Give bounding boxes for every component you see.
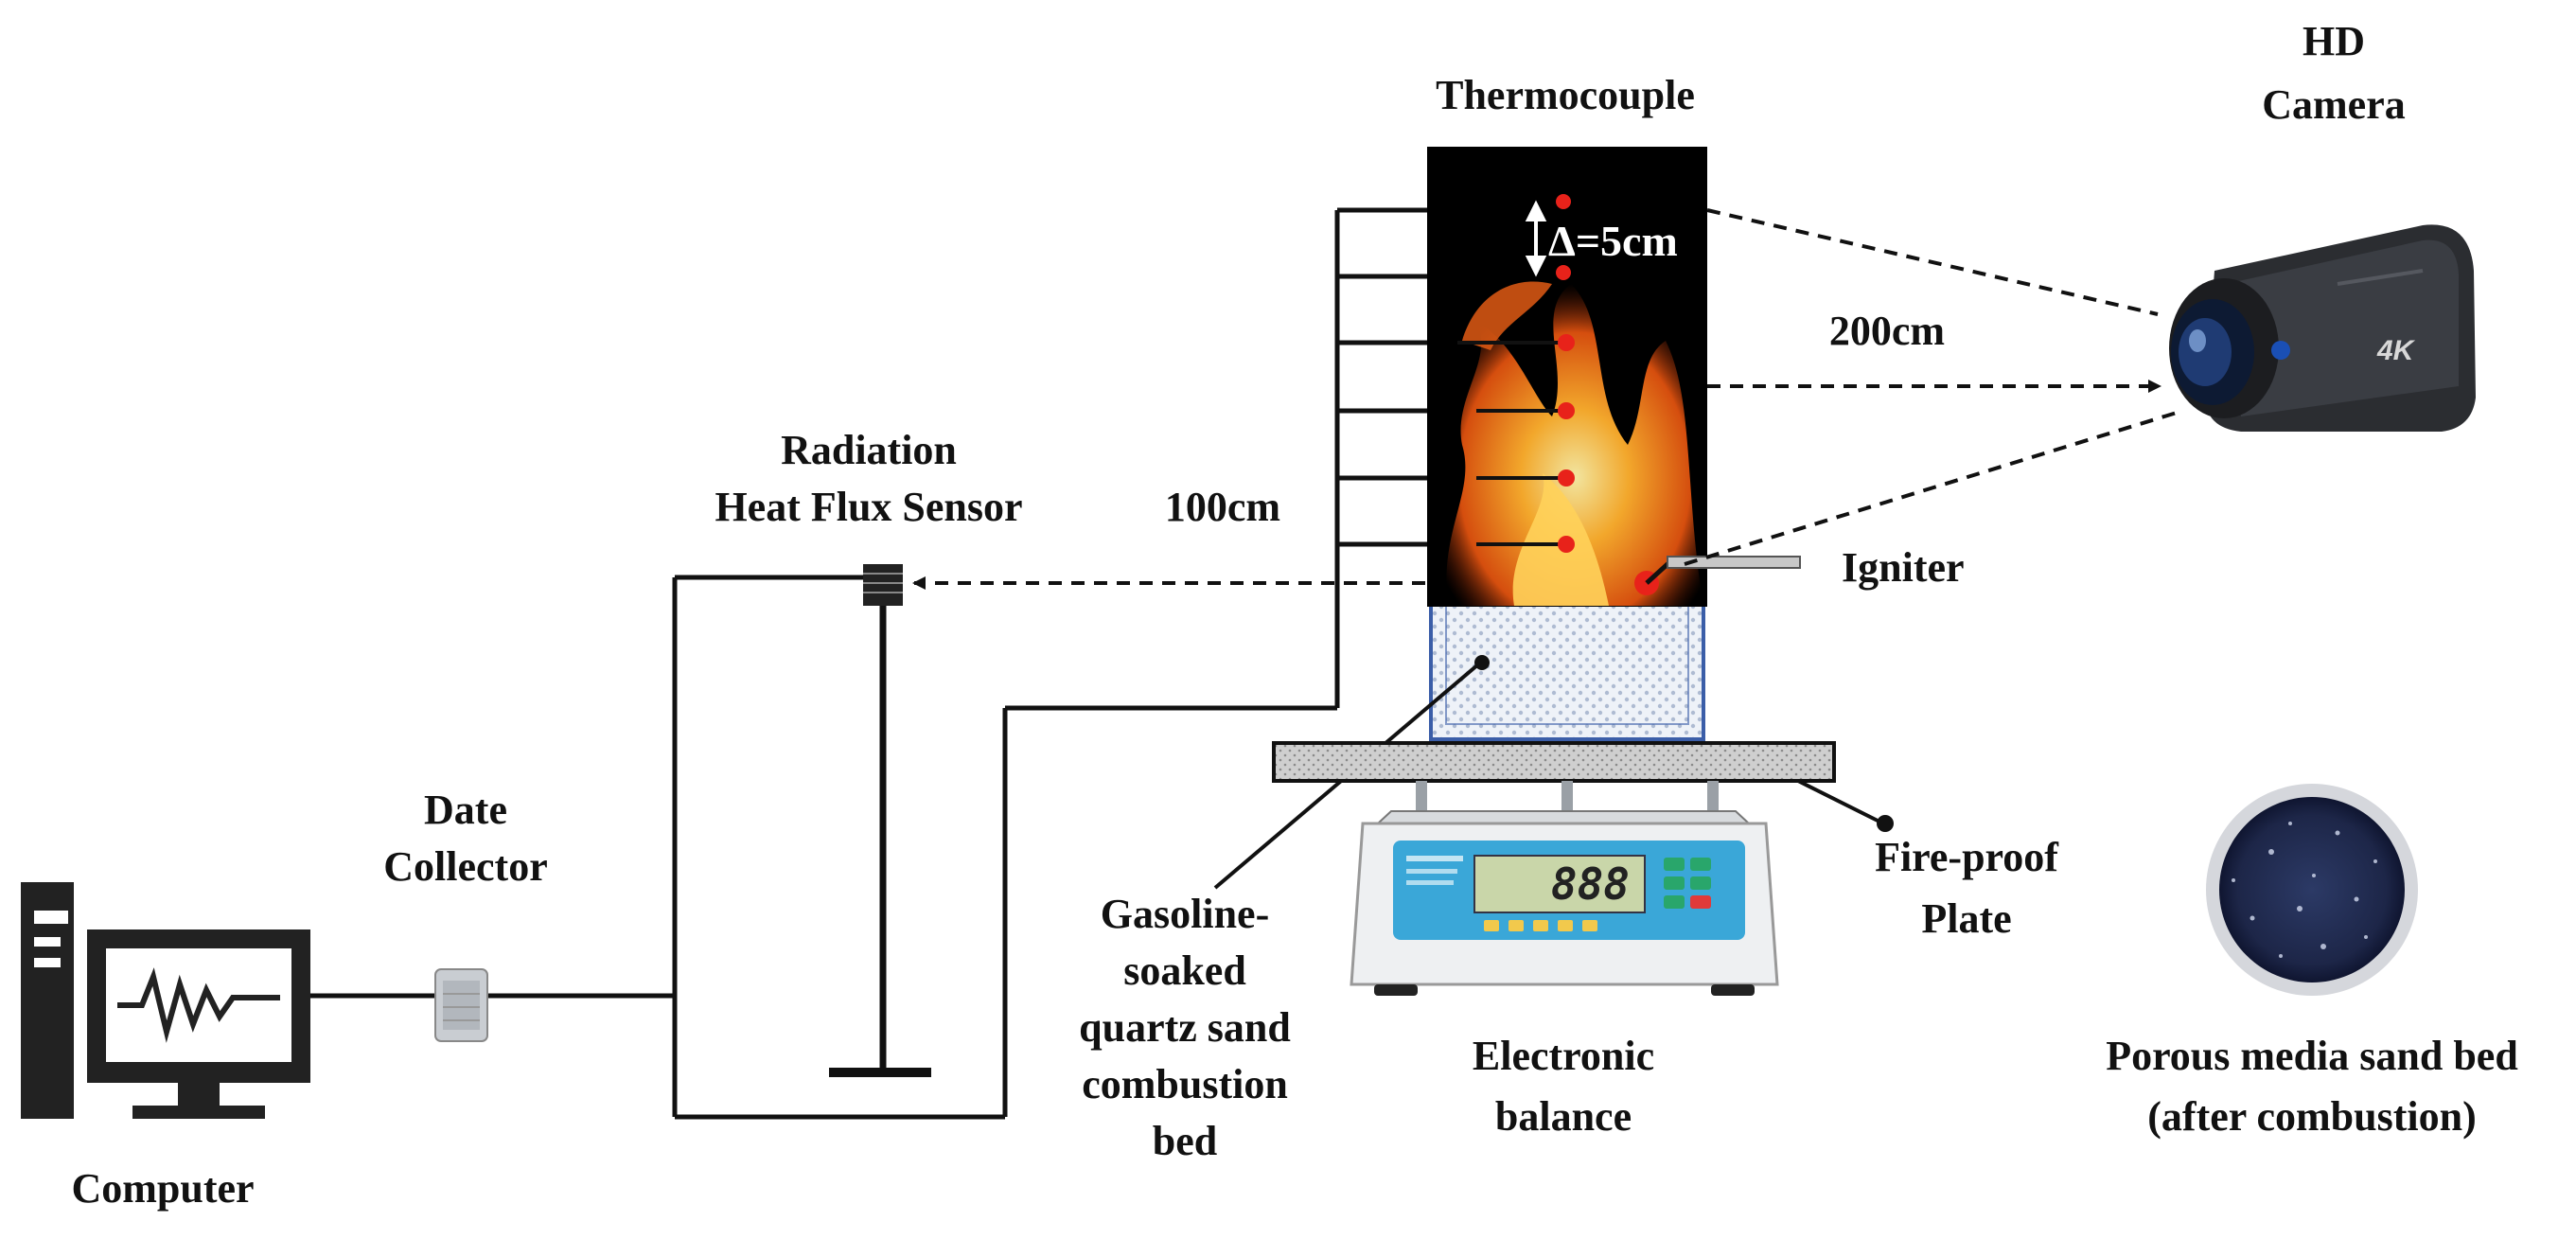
radiation-heat-flux-sensor: [829, 564, 931, 1077]
plate-pointer: [1797, 779, 1884, 825]
date-collector-label-line2: Collector: [383, 843, 547, 890]
bed-label-line2: soaked: [1123, 947, 1246, 994]
delta-label: Δ=5cm: [1548, 217, 1678, 265]
camera-badge: 4K: [2376, 335, 2416, 366]
sand-bed-container: [1429, 607, 1705, 741]
igniter: [1645, 556, 1801, 585]
distance-100-label: 100cm: [1165, 484, 1280, 530]
thermocouple-dots: [1556, 194, 1659, 595]
fireproof-label-line2: Plate: [1921, 895, 2011, 942]
bed-label-line1: Gasoline-: [1101, 891, 1269, 937]
date-collector-label-line1: Date: [424, 787, 507, 833]
date-collector: [434, 968, 488, 1042]
electronic-balance: 888: [1350, 781, 1779, 996]
bed-label-line5: bed: [1153, 1118, 1217, 1164]
bed-label-line4: combustion: [1082, 1061, 1288, 1107]
porous-label-line2: (after combustion): [2147, 1093, 2476, 1140]
balance-display-value: 888: [1551, 858, 1630, 910]
hd-camera-label-line1: HD: [2303, 18, 2365, 64]
fireproof-label-line1: Fire-proof: [1875, 834, 2059, 880]
igniter-label: Igniter: [1842, 544, 1965, 591]
computer-label: Computer: [71, 1165, 254, 1212]
balance-label-line1: Electronic: [1473, 1033, 1654, 1079]
porous-label-line1: Porous media sand bed: [2106, 1033, 2518, 1079]
balance-label-line2: balance: [1495, 1093, 1632, 1140]
radiation-label-line1: Radiation: [781, 427, 957, 473]
flame-column: [1427, 147, 1707, 607]
distance-200-label: 200cm: [1829, 308, 1945, 354]
camera-sightlines: [1684, 208, 2178, 566]
fire-proof-plate: [1272, 741, 1836, 783]
wiring: [310, 207, 1427, 1120]
hd-camera: [2169, 224, 2476, 432]
radiation-label-line2: Heat Flux Sensor: [715, 484, 1022, 530]
computer-icon: [21, 882, 310, 1119]
thermocouple-label: Thermocouple: [1436, 72, 1695, 118]
hd-camera-label-line2: Camera: [2262, 81, 2406, 128]
porous-sand-bed-image: [2206, 784, 2418, 996]
bed-label-line3: quartz sand: [1079, 1004, 1291, 1051]
